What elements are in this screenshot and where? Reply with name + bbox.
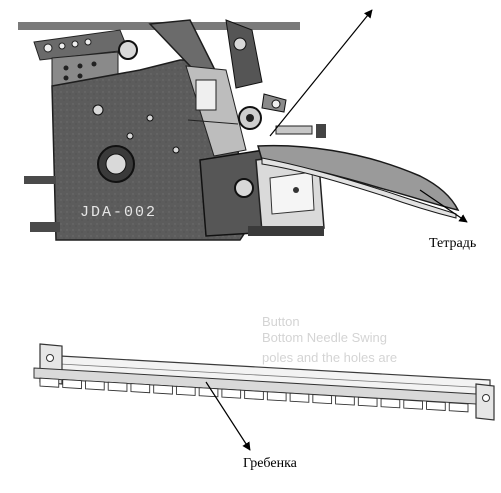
bleed-line-3: poles and the holes are <box>262 350 397 365</box>
machine-marking: JDA-002 <box>80 204 157 221</box>
pivot-pin-top <box>118 40 138 60</box>
stitch-head-window <box>195 79 217 111</box>
comb-tooth <box>312 394 333 405</box>
comb-tooth <box>85 380 105 391</box>
bleed-line-2: Bottom Needle Swing <box>262 330 387 345</box>
comb-tooth <box>289 392 310 403</box>
drive-wheel-hub <box>105 153 127 175</box>
bleed-line-1: Button <box>262 314 300 329</box>
comb-tooth <box>221 388 242 399</box>
label-notebook: Тетрадь <box>429 236 476 251</box>
comb-tooth <box>266 391 287 402</box>
stitching-machine-illustration: JDA-002 <box>18 19 460 241</box>
comb-tooth <box>39 377 60 388</box>
comb-tooth <box>426 400 446 411</box>
arrow-up-right <box>269 9 373 137</box>
comb-right-bracket <box>475 383 495 421</box>
arrow-to-comb <box>205 381 251 451</box>
rear-bracket <box>225 19 263 89</box>
comb-tooth <box>107 381 128 392</box>
comb-part-illustration <box>33 343 495 421</box>
comb-lower-band <box>33 367 477 405</box>
linkage-holes <box>43 38 92 53</box>
comb-tooth <box>380 398 401 409</box>
body-bolt-holes <box>92 104 180 154</box>
adjust-knob <box>316 124 326 138</box>
base-block-upper <box>24 176 56 184</box>
comb-tooth <box>153 384 173 395</box>
comb-tooth <box>130 383 151 394</box>
comb-tooth <box>403 399 423 410</box>
clincher-wheel <box>234 178 254 198</box>
comb-tooth <box>198 387 219 398</box>
comb-tooth <box>448 402 469 413</box>
comb-tooth <box>175 385 196 396</box>
saddle-lower-guide <box>261 157 457 219</box>
arrow-to-notebook <box>419 189 468 223</box>
base-rail <box>248 226 324 236</box>
base-block-lower <box>30 222 60 232</box>
comb-tooth <box>244 389 264 401</box>
comb-tooth <box>335 395 355 406</box>
comb-left-hole <box>46 354 54 362</box>
label-comb: Гребенка <box>243 456 298 471</box>
comb-tooth <box>62 379 82 390</box>
comb-teeth <box>39 377 469 413</box>
comb-tooth <box>357 396 378 407</box>
comb-right-hole <box>482 394 490 402</box>
bleed-through-text: Button Bottom Needle Swing poles and the… <box>262 314 397 365</box>
